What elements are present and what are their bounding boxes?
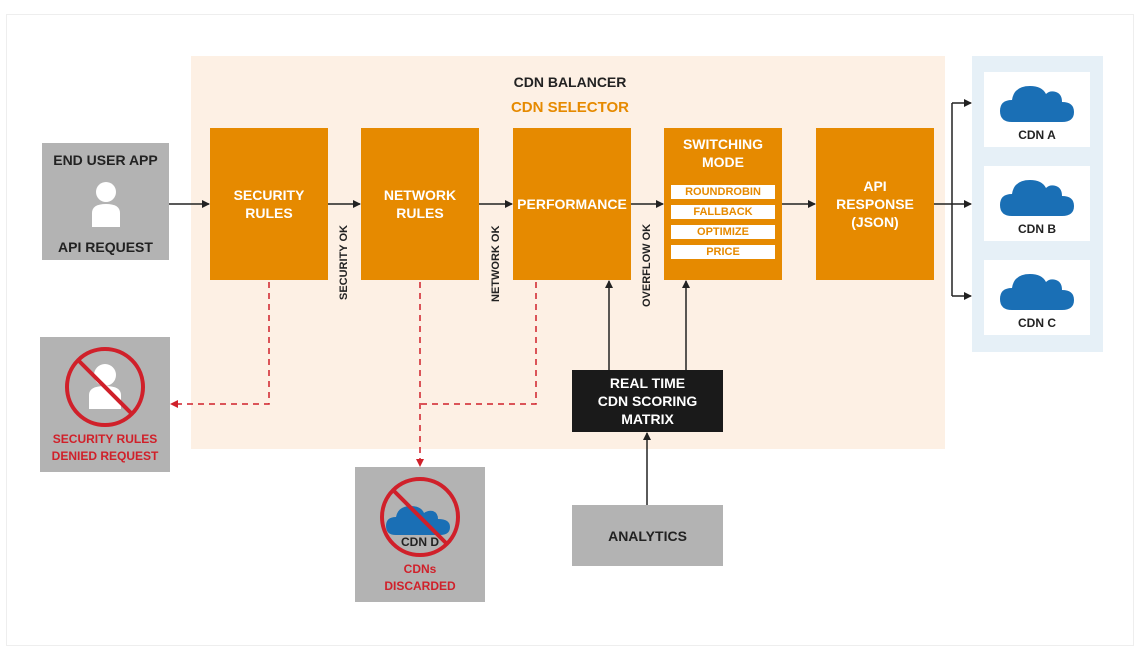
switching-mode-box: SWITCHING MODE ROUNDROBIN FALLBACK OPTIM… [664, 128, 782, 280]
selector-title: CDN SELECTOR [510, 99, 630, 116]
cdn-b-label: CDN B [1018, 222, 1056, 236]
cdn-a-label: CDN A [1018, 128, 1056, 142]
mode-optimize: OPTIMIZE [671, 225, 775, 239]
denied-request-box: SECURITY RULES DENIED REQUEST [40, 337, 170, 472]
overflow-ok-label: OVERFLOW OK [641, 223, 653, 307]
end-user-app-title: END USER APP [53, 152, 158, 168]
cloud-icon [998, 80, 1076, 124]
cdn-a-card: CDN A [984, 72, 1090, 147]
analytics-box: ANALYTICS [572, 505, 723, 566]
cloud-icon [998, 174, 1076, 218]
switching-mode-title: SWITCHING MODE [682, 136, 764, 170]
cdn-d-label: CDN D [401, 535, 439, 549]
performance-box: PERFORMANCE [513, 128, 631, 280]
cdn-c-label: CDN C [1018, 316, 1056, 330]
mode-roundrobin: ROUNDROBIN [671, 185, 775, 199]
mode-price: PRICE [671, 245, 775, 259]
mode-fallback: FALLBACK [671, 205, 775, 219]
diagram-frame [6, 14, 1134, 646]
denied-request-label: SECURITY RULES DENIED REQUEST [51, 432, 159, 463]
denied-user-icon [63, 345, 147, 429]
cdn-c-card: CDN C [984, 260, 1090, 335]
discarded-cdn-box: CDN D CDNs DISCARDED [355, 467, 485, 602]
discarded-cloud-icon [378, 475, 462, 559]
scoring-matrix-box: REAL TIME CDN SCORING MATRIX [572, 370, 723, 432]
cdns-discarded-label: CDNs DISCARDED [384, 562, 456, 593]
balancer-title: CDN BALANCER [513, 74, 627, 90]
cdn-b-card: CDN B [984, 166, 1090, 241]
cloud-icon [998, 268, 1076, 312]
security-ok-label: SECURITY OK [338, 225, 350, 300]
api-response-box: API RESPONSE (JSON) [816, 128, 934, 280]
user-icon [90, 181, 122, 229]
network-rules-box: NETWORK RULES [361, 128, 479, 280]
network-ok-label: NETWORK OK [490, 225, 502, 302]
api-request-label: API REQUEST [58, 239, 153, 255]
security-rules-box: SECURITY RULES [210, 128, 328, 280]
end-user-app-box: END USER APP API REQUEST [42, 143, 169, 260]
